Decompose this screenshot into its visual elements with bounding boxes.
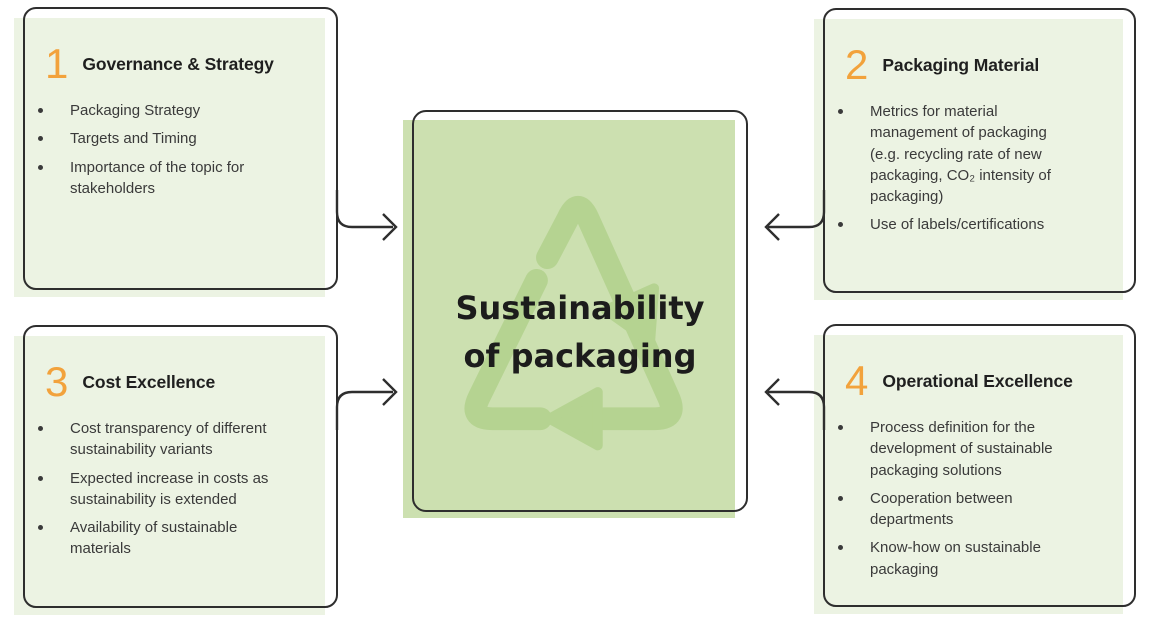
bullet-list: Cost transparency of different sustainab…	[25, 418, 336, 560]
bullet-item: Expected increase in costs as sustainabi…	[25, 468, 288, 511]
bullet-item: Packaging Strategy	[25, 100, 288, 121]
recycle-triangle-icon	[464, 196, 683, 451]
arrow-packaging-material-to-center	[764, 190, 826, 241]
arrow-operational-excellence-to-center	[764, 378, 826, 430]
panel-title: Governance & Strategy	[82, 53, 274, 74]
panel-title: Cost Excellence	[82, 371, 216, 392]
panel-title: Packaging Material	[882, 54, 1040, 75]
bullet-item: Use of labels/certifications	[825, 214, 1072, 235]
bullet-item: Availability of sustainable materials	[25, 517, 288, 560]
bullet-item: Know-how on sustainable packaging	[825, 537, 1072, 580]
bullet-list: Metrics for material management of packa…	[825, 101, 1134, 236]
panel-number: 2	[845, 41, 869, 88]
panel-governance-strategy: 1 Governance & Strategy Packaging Strate…	[14, 7, 338, 297]
panel-number: 4	[845, 357, 869, 404]
panel-header: 3 Cost Excellence	[25, 327, 336, 403]
bullet-item: Process definition for the development o…	[825, 417, 1072, 481]
arrow-governance-to-center	[335, 190, 398, 241]
bullet-item: Importance of the topic for stakeholders	[25, 157, 288, 200]
panel-packaging-material: 2 Packaging Material Metrics for materia…	[814, 8, 1136, 300]
panel-cost-excellence: 3 Cost Excellence Cost transparency of d…	[14, 325, 338, 615]
bullet-item: Metrics for material management of packa…	[825, 101, 1072, 207]
bullet-item: Cooperation between departments	[825, 488, 1072, 531]
bullet-list: Process definition for the development o…	[825, 417, 1134, 580]
arrow-cost-excellence-to-center	[335, 378, 398, 430]
panel-number: 1	[45, 40, 69, 87]
panel-number: 3	[45, 358, 69, 405]
panel-header: 2 Packaging Material	[825, 10, 1134, 86]
center-title: Sustainability of packaging	[414, 112, 746, 510]
bullet-item: Targets and Timing	[25, 128, 288, 149]
center-title-line: of packaging	[463, 337, 697, 375]
panel-header: 1 Governance & Strategy	[25, 9, 336, 85]
center-title-line: Sustainability	[455, 289, 705, 327]
bullet-list: Packaging Strategy Targets and Timing Im…	[25, 100, 336, 199]
panel-operational-excellence: 4 Operational Excellence Process definit…	[814, 324, 1136, 614]
bullet-item: Cost transparency of different sustainab…	[25, 418, 288, 461]
panel-title: Operational Excellence	[882, 370, 1073, 391]
center-card: Sustainability of packaging	[403, 110, 748, 518]
panel-header: 4 Operational Excellence	[825, 326, 1134, 402]
